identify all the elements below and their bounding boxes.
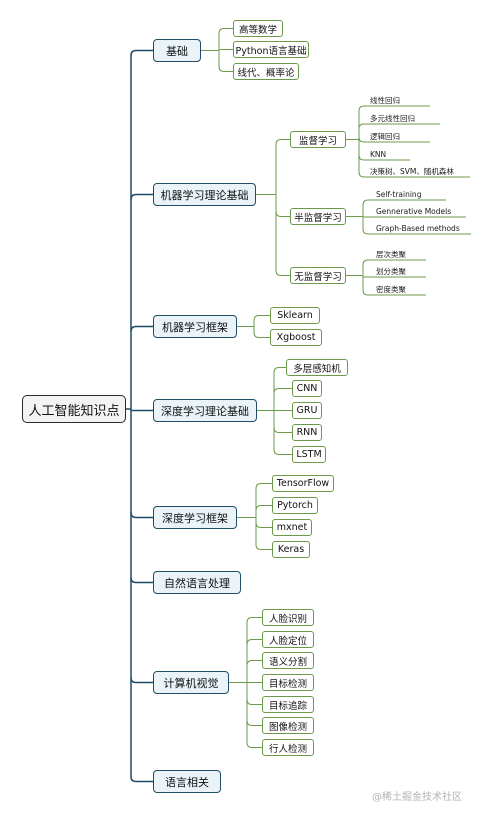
connector-line — [362, 199, 376, 206]
sub-rnn[interactable]: RNN — [292, 424, 322, 441]
connector-line — [275, 139, 290, 145]
connector-line — [130, 49, 153, 56]
connector-line — [246, 660, 262, 666]
connector-line — [358, 171, 370, 178]
leaf-linear-regression[interactable]: 线性回归 — [370, 95, 400, 105]
sub-gru[interactable]: GRU — [292, 402, 322, 419]
sub-tensorflow[interactable]: TensorFlow — [272, 475, 334, 492]
connector-line — [253, 332, 270, 338]
connector-line — [130, 577, 153, 584]
connector-line — [130, 325, 153, 332]
sub-unsupervised[interactable]: 无监督学习 — [290, 267, 346, 284]
connector-line — [275, 211, 290, 217]
sub-object-detection[interactable]: 目标检测 — [262, 674, 314, 691]
sub-face-recognition[interactable]: 人脸识别 — [262, 609, 314, 626]
connector-line — [246, 742, 262, 748]
sub-face-localization[interactable]: 人脸定位 — [262, 631, 314, 648]
leaf-logistic-regression[interactable]: 逻辑回归 — [370, 131, 400, 141]
connector-line — [246, 720, 262, 726]
connector-line — [362, 259, 376, 266]
connector-line — [273, 388, 292, 394]
connector-line — [362, 289, 376, 296]
leaf-density-clustering[interactable]: 密度类聚 — [376, 284, 406, 294]
connector-line — [273, 427, 292, 433]
sub-semantic-segmentation[interactable]: 语义分割 — [262, 652, 314, 669]
sub-image-detection[interactable]: 图像检测 — [262, 717, 314, 734]
branch-language[interactable]: 语言相关 — [153, 770, 221, 793]
connector-line — [273, 367, 286, 373]
connector-line — [130, 776, 153, 783]
connector-line — [362, 228, 376, 235]
connector-line — [130, 512, 153, 519]
sub-xgboost[interactable]: Xgboost — [270, 329, 322, 346]
sub-keras[interactable]: Keras — [272, 541, 310, 558]
root-node[interactable]: 人工智能知识点 — [22, 395, 126, 423]
sub-python-basics[interactable]: Python语言基础 — [233, 41, 309, 58]
sub-pytorch[interactable]: Pytorch — [272, 497, 318, 514]
branch-dl-theory[interactable]: 深度学习理论基础 — [153, 399, 257, 422]
branch-dl-frameworks[interactable]: 深度学习框架 — [153, 506, 237, 529]
watermark: @稀土掘金技术社区 — [372, 792, 462, 803]
sub-supervised[interactable]: 监督学习 — [290, 131, 346, 148]
connector-line — [253, 315, 270, 321]
connector-line — [246, 699, 262, 705]
connector-line — [255, 522, 272, 528]
leaf-knn[interactable]: KNN — [370, 149, 387, 159]
connector-line — [218, 28, 233, 34]
leaf-partition-clustering[interactable]: 划分类聚 — [376, 266, 406, 276]
branch-basics[interactable]: 基础 — [153, 39, 201, 62]
connector-line — [273, 449, 292, 455]
connector-line — [358, 154, 370, 161]
connector-line — [358, 136, 370, 143]
branch-ml-frameworks[interactable]: 机器学习框架 — [153, 315, 237, 338]
sub-advanced-math[interactable]: 高等数学 — [233, 20, 283, 37]
connector-line — [246, 639, 262, 645]
connector-line — [255, 544, 272, 550]
connector-line — [246, 617, 262, 623]
connector-line — [275, 270, 290, 276]
connector-line — [358, 123, 370, 130]
sub-sklearn[interactable]: Sklearn — [270, 307, 320, 324]
connector-line — [358, 105, 370, 112]
leaf-tree-svm-forest[interactable]: 决策树、SVM、随机森林 — [370, 166, 454, 176]
leaf-multiple-linear-regression[interactable]: 多元线性回归 — [370, 113, 415, 123]
leaf-hierarchical-clustering[interactable]: 层次类聚 — [376, 249, 406, 259]
connector-line — [255, 505, 272, 511]
leaf-graph-based-methods[interactable]: Graph-Based methods — [376, 223, 460, 233]
sub-cnn[interactable]: CNN — [292, 380, 322, 397]
sub-linear-algebra-probability[interactable]: 线代、概率论 — [233, 63, 299, 80]
leaf-generative-models[interactable]: Gennerative Models — [376, 206, 452, 216]
connector-line — [130, 677, 153, 684]
sub-object-tracking[interactable]: 目标追踪 — [262, 696, 314, 713]
sub-mxnet[interactable]: mxnet — [272, 519, 312, 536]
connector-line — [218, 66, 233, 72]
branch-computer-vision[interactable]: 计算机视觉 — [153, 671, 229, 694]
sub-semi-supervised[interactable]: 半监督学习 — [290, 208, 346, 225]
connector-line — [255, 483, 272, 489]
branch-nlp[interactable]: 自然语言处理 — [153, 571, 241, 594]
branch-ml-theory[interactable]: 机器学习理论基础 — [153, 183, 256, 206]
connector-line — [130, 193, 153, 200]
sub-lstm[interactable]: LSTM — [292, 446, 326, 463]
sub-mlp[interactable]: 多层感知机 — [286, 359, 348, 376]
sub-pedestrian-detection[interactable]: 行人检测 — [262, 739, 314, 756]
leaf-self-training[interactable]: Self-training — [376, 189, 422, 199]
